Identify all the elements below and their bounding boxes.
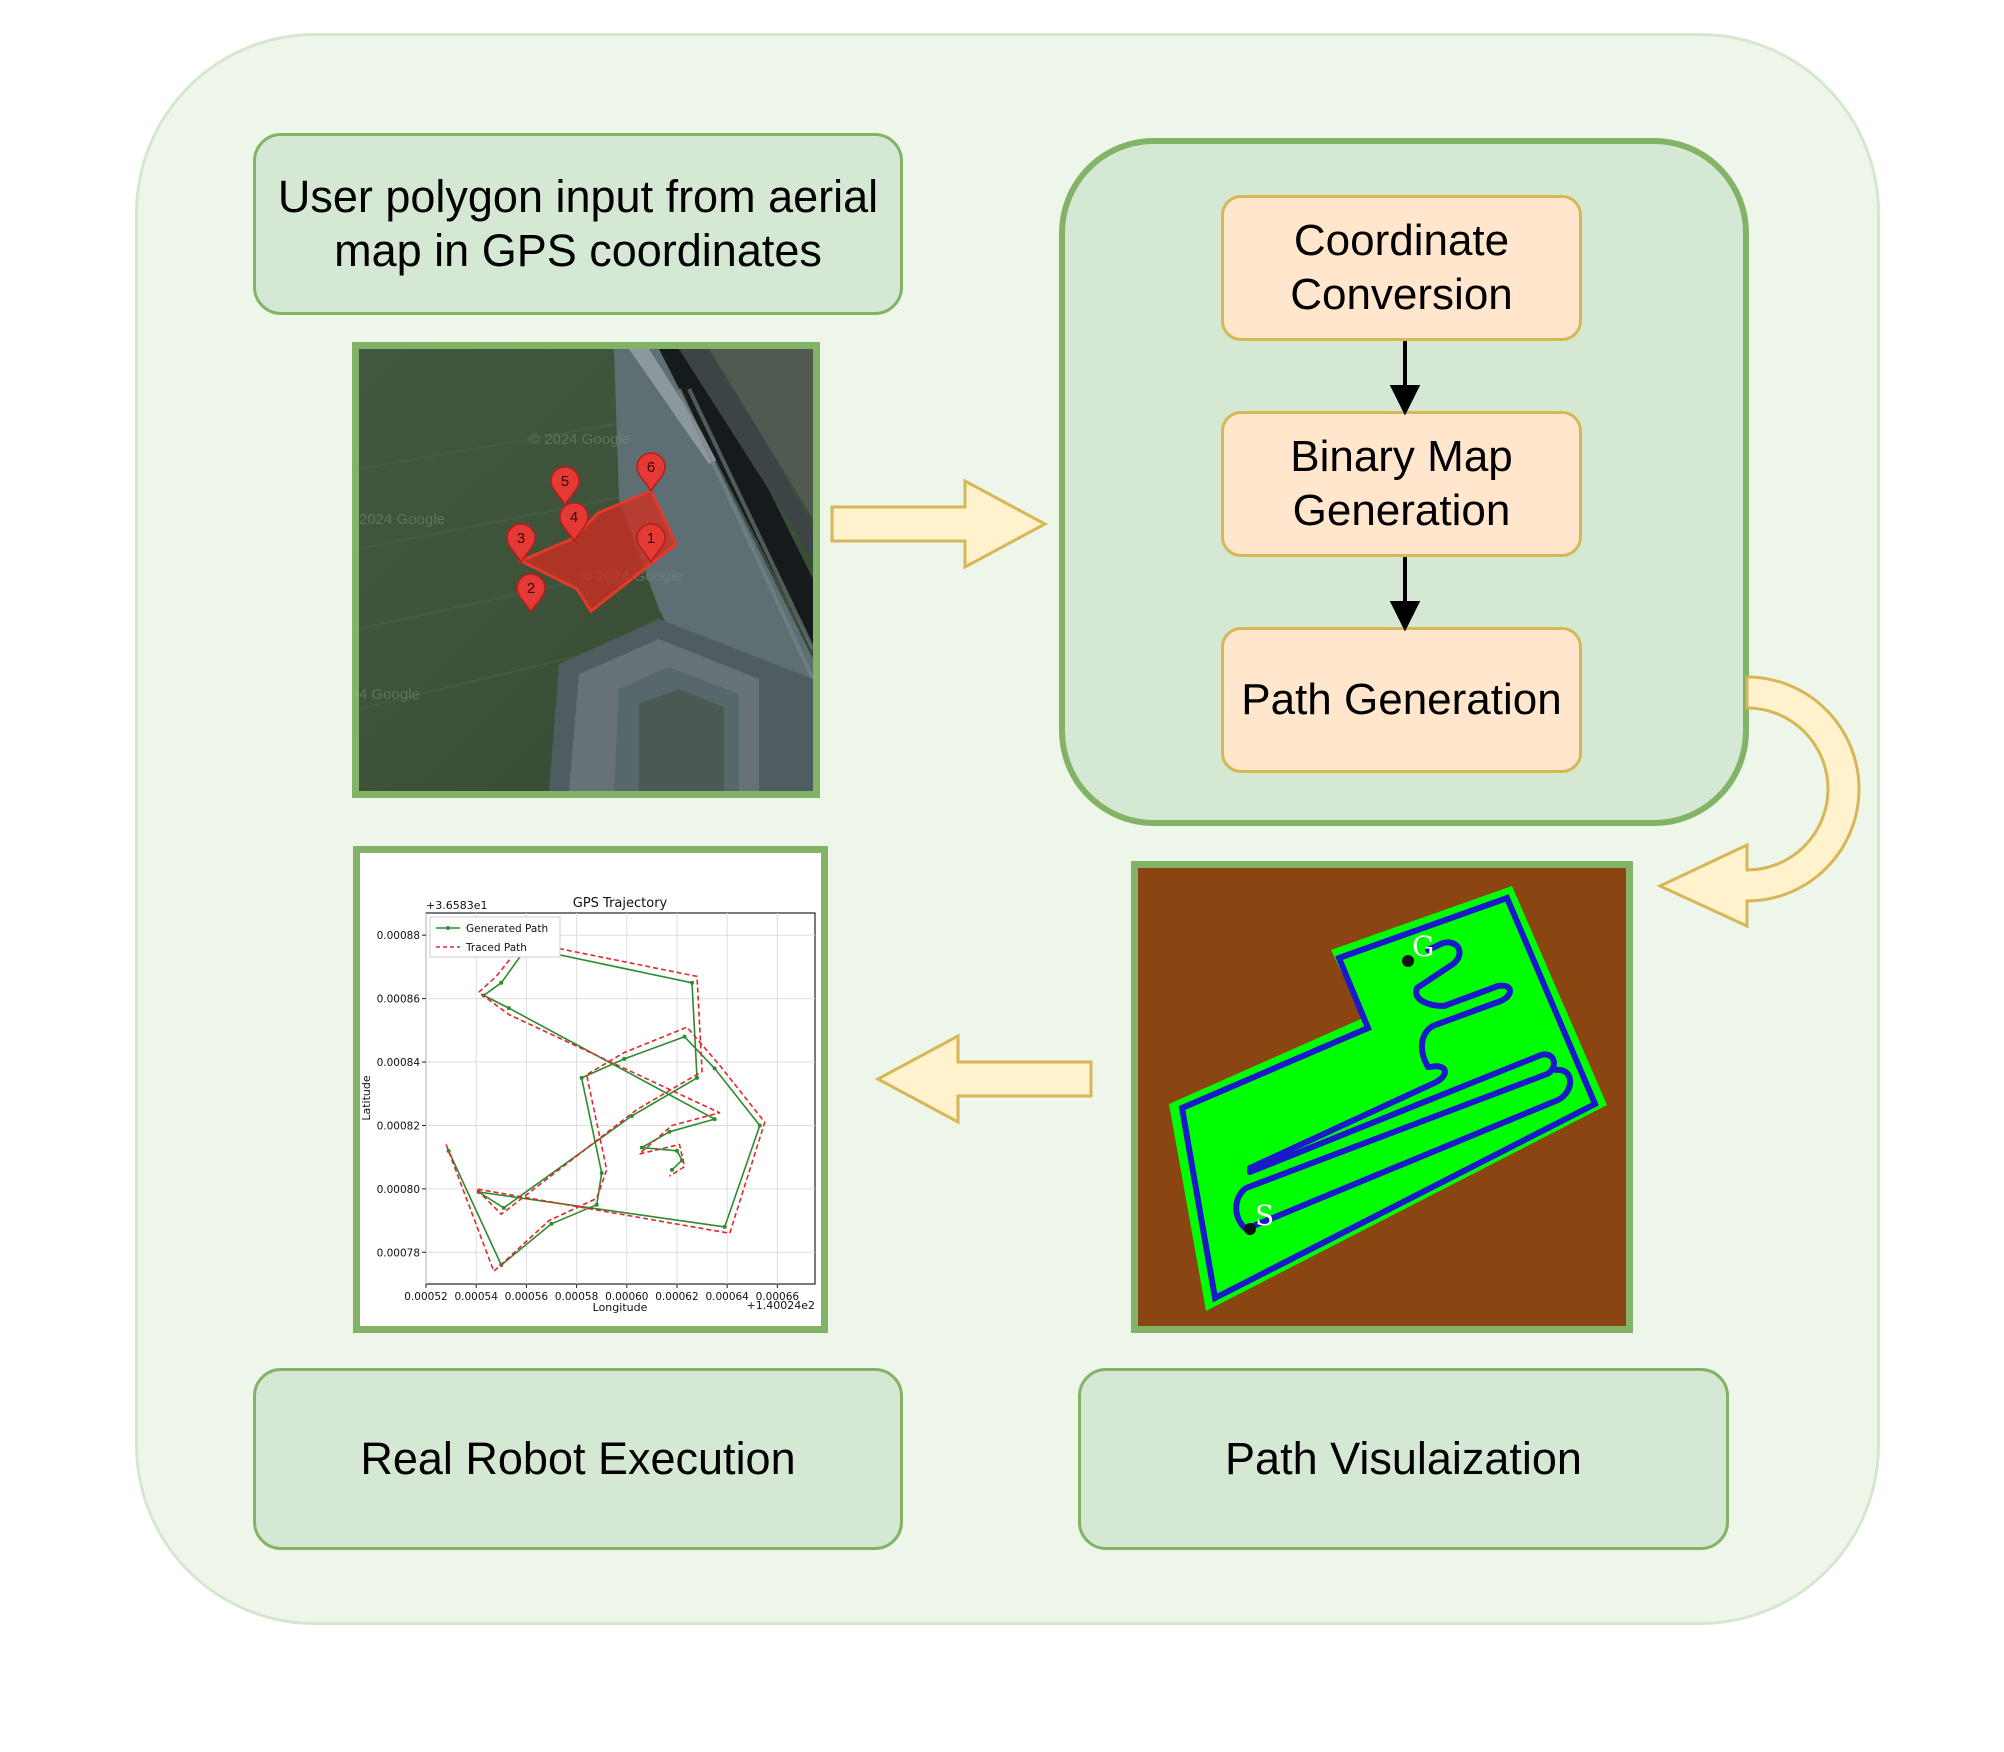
chart-ticks: 0.00052 0.00054 0.00056 0.00058 0.00060 0.000… xyxy=(377,930,800,1303)
marker-icon-6[interactable]: 6 xyxy=(636,452,666,493)
goal-point-icon xyxy=(1402,955,1414,967)
path-visualization-svg: S G xyxy=(1138,868,1626,1326)
y-tick-label: 0.00084 xyxy=(377,1057,421,1069)
marker-label-3: 3 xyxy=(517,530,525,547)
watermark-2: 2024 Google xyxy=(359,511,445,528)
generated-path-point xyxy=(639,1145,644,1150)
marker-icon-3[interactable]: 3 xyxy=(506,523,536,564)
generated-path-line xyxy=(447,947,761,1266)
y-tick-label: 0.00078 xyxy=(377,1247,420,1259)
plot-area xyxy=(425,912,816,1285)
aerial-map-image: © 2024 Google 2024 Google © 2024 Google … xyxy=(352,342,820,798)
step-binary-map-generation: Binary Map Generation xyxy=(1221,411,1582,557)
generated-path-point xyxy=(757,1123,762,1128)
generated-path-point xyxy=(499,980,504,985)
polygon-markers: 6 5 4 3 1 2 xyxy=(506,452,666,614)
marker-label-6: 6 xyxy=(647,459,655,476)
user-polygon xyxy=(517,489,678,614)
marker-icon-2[interactable]: 2 xyxy=(516,573,546,614)
generated-path-point xyxy=(622,1056,627,1061)
marker-icon-4[interactable]: 4 xyxy=(559,502,589,543)
x-tick-label: 0.00062 xyxy=(655,1291,698,1303)
traced-path-line xyxy=(445,940,766,1273)
execution-label: Real Robot Execution xyxy=(360,1433,796,1484)
marker-label-2: 2 xyxy=(527,580,535,597)
generated-path-point xyxy=(712,1117,717,1122)
generated-path-point xyxy=(594,1202,599,1207)
gps-chart-svg: 0.00052 0.00054 0.00056 0.00058 0.00060 0.000… xyxy=(360,896,816,1314)
start-point-icon xyxy=(1244,1223,1256,1235)
chart-title: GPS Trajectory xyxy=(573,896,668,911)
generated-path-point xyxy=(674,1148,679,1153)
generated-path-point xyxy=(549,1221,554,1226)
generated-path-point xyxy=(695,1075,700,1080)
goal-label: G xyxy=(1412,930,1434,963)
y-axis-label: Latitude xyxy=(360,1075,373,1121)
input-label-box: User polygon input from aerial map in GP… xyxy=(253,133,903,315)
y-tick-label: 0.00082 xyxy=(377,1120,420,1132)
coverage-path xyxy=(1233,939,1557,1232)
chart-series xyxy=(445,940,766,1273)
marker-icon-1[interactable]: 1 xyxy=(636,523,666,564)
gps-trajectory-chart: 0.00052 0.00054 0.00056 0.00058 0.00060 0.000… xyxy=(353,846,828,1333)
y-tick-label: 0.00088 xyxy=(377,930,420,942)
visualization-label-box: Path Visulaization xyxy=(1078,1368,1729,1550)
chart-grid xyxy=(425,913,815,1284)
marker-icon-5[interactable]: 5 xyxy=(550,466,580,507)
x-offset-label: +1.40024e2 xyxy=(747,1299,815,1312)
marker-label-4: 4 xyxy=(570,509,578,526)
generated-path-point xyxy=(669,1167,674,1172)
generated-path-point xyxy=(599,1171,604,1176)
aerial-map-svg: © 2024 Google 2024 Google © 2024 Google … xyxy=(359,349,813,791)
x-tick-label: 0.00052 xyxy=(404,1291,447,1303)
marker-label-5: 5 xyxy=(561,473,569,490)
watermark-4: 4 Google xyxy=(359,686,420,703)
generated-path-point xyxy=(682,1034,687,1039)
x-axis-label: Longitude xyxy=(593,1301,648,1314)
marker-label-1: 1 xyxy=(647,530,655,547)
legend-traced-path: Traced Path xyxy=(465,942,527,954)
free-space-region xyxy=(1169,886,1607,1311)
y-offset-label: +3.6583e1 xyxy=(426,899,487,912)
x-tick-label: 0.00060 xyxy=(605,1291,648,1303)
y-tick-label: 0.00086 xyxy=(377,994,421,1006)
generated-path-point xyxy=(722,1224,727,1229)
x-tick-label: 0.00064 xyxy=(705,1291,749,1303)
execution-label-box: Real Robot Execution xyxy=(253,1368,903,1550)
generated-path-point xyxy=(712,1066,717,1071)
step-path-generation: Path Generation xyxy=(1221,627,1582,773)
step-label-coordinate-conversion: Coordinate Conversion xyxy=(1290,216,1513,319)
watermark-1: © 2024 Google xyxy=(529,431,630,448)
visualization-label: Path Visulaization xyxy=(1225,1433,1582,1484)
x-tick-label: 0.00054 xyxy=(454,1291,498,1303)
chart-legend: Generated Path Traced Path xyxy=(429,916,561,958)
x-tick-label: 0.00058 xyxy=(555,1291,598,1303)
generated-path-point xyxy=(506,1006,511,1011)
step-label-path-generation: Path Generation xyxy=(1241,675,1562,724)
path-visualization-image: S G xyxy=(1131,861,1633,1333)
step-coordinate-conversion: Coordinate Conversion xyxy=(1221,195,1582,341)
generated-path-point xyxy=(690,980,695,985)
generated-path-point xyxy=(579,1075,584,1080)
x-tick-label: 0.00056 xyxy=(505,1291,549,1303)
y-tick-label: 0.00080 xyxy=(377,1184,420,1196)
generated-path-point xyxy=(667,1129,672,1134)
input-label: User polygon input from aerial map in GP… xyxy=(277,171,879,276)
start-label: S xyxy=(1255,1199,1274,1232)
legend-generated-path: Generated Path xyxy=(466,923,548,935)
step-label-binary-map-generation: Binary Map Generation xyxy=(1290,432,1513,535)
generated-path-point xyxy=(629,1113,634,1118)
generated-path-point xyxy=(501,1205,506,1210)
x-tick-label: 0.00066 xyxy=(756,1291,800,1303)
